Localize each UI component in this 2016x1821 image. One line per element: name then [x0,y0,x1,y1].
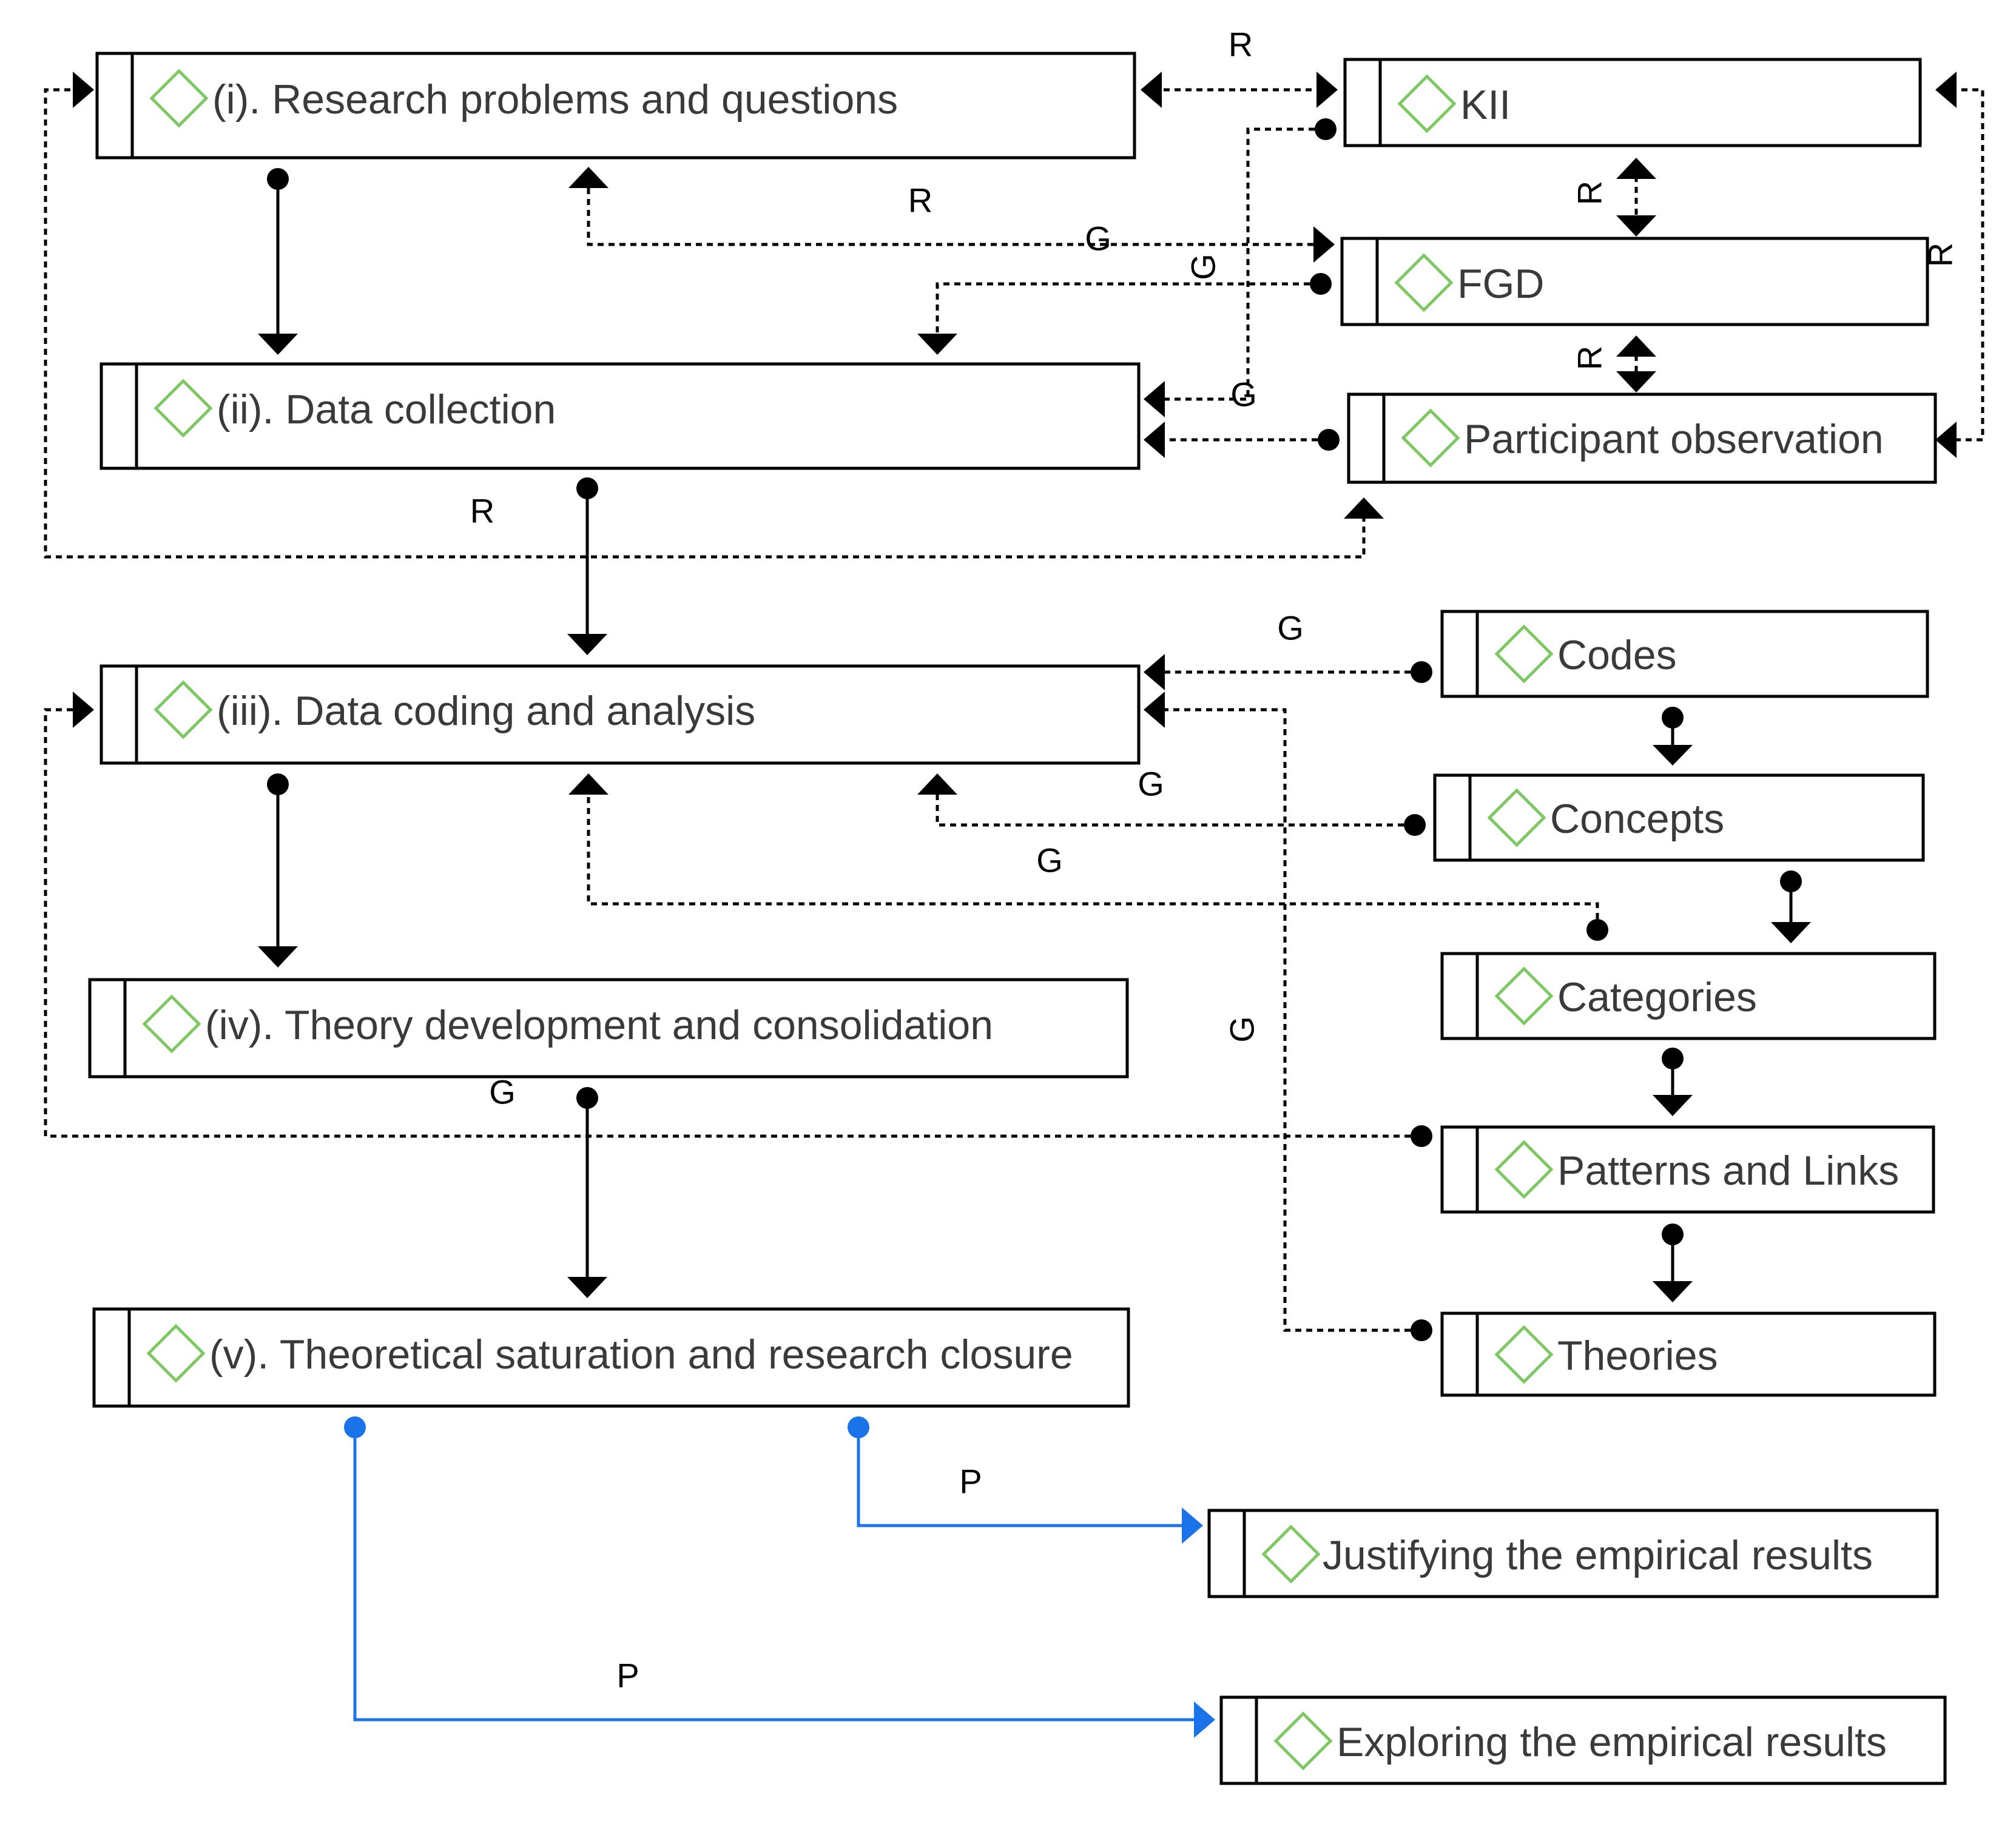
node-concepts[interactable]: Concepts [1433,773,1925,862]
node-kii[interactable]: KII [1343,58,1922,147]
label-theories-coding: G [1138,765,1164,803]
label-patterns-coding: G [489,1073,516,1111]
node-categories[interactable]: Categories [1440,952,1937,1040]
label-fgd-observation: R [1571,346,1609,370]
edge-fgd-to-collection[interactable] [917,273,1332,355]
edge-observation-kii[interactable] [1935,72,1984,458]
edge-coding-to-theory[interactable] [258,773,298,968]
node-fgd-label: FGD [1457,261,1545,307]
node-justifying[interactable]: Justifying the empirical results [1207,1509,1939,1598]
edge-research-kii[interactable] [1141,72,1338,108]
edge-concepts-to-coding[interactable] [917,773,1426,836]
edge-kii-fgd[interactable] [1616,158,1656,237]
edge-codes-to-concepts[interactable] [1653,707,1693,766]
label-kii-collection: G [1230,375,1257,414]
edge-theory-to-saturation[interactable] [567,1087,607,1298]
edge-theories-to-coding[interactable] [1144,692,1432,1341]
edge-observation-to-research[interactable] [44,72,1384,559]
node-concepts-label: Concepts [1550,796,1724,842]
node-coding-label: (iii). Data coding and analysis [217,688,755,734]
edge-concepts-to-categories[interactable] [1771,870,1811,943]
edge-fgd-observation[interactable] [1616,335,1656,392]
label-observation-research: R [470,492,494,530]
edge-categories-to-coding[interactable] [568,773,1608,941]
node-theory-label: (iv). Theory development and consolidati… [205,1002,993,1048]
nodes: (i). Research problems and questions (ii… [88,52,1947,1785]
node-codes[interactable]: Codes [1440,610,1929,698]
label-theories-vertical: G [1223,1016,1261,1043]
node-observation[interactable]: Participant observation [1347,392,1937,484]
node-observation-label: Participant observation [1464,416,1884,462]
label-fgd-collection: G [1184,254,1222,280]
edge-kii-to-collection[interactable] [1144,118,1337,417]
edge-patterns-to-coding[interactable] [44,692,1432,1147]
node-research-label: (i). Research problems and questions [212,76,898,123]
node-coding[interactable]: (iii). Data coding and analysis [99,664,1141,765]
label-kii-fgd: R [1571,181,1609,205]
label-saturation-exploring: P [616,1657,639,1695]
node-exploring[interactable]: Exploring the empirical results [1219,1695,1947,1785]
label-research-fgd: R [908,181,932,220]
node-saturation-label: (v). Theoretical saturation and research… [209,1331,1073,1378]
node-patterns[interactable]: Patterns and Links [1440,1125,1935,1214]
edge-research-to-collection[interactable] [258,168,298,355]
node-kii-label: KII [1460,82,1511,128]
node-categories-label: Categories [1557,974,1757,1020]
node-exploring-label: Exploring the empirical results [1337,1719,1887,1765]
node-research[interactable]: (i). Research problems and questions [95,52,1136,160]
edge-labels: R R G G G R R R R G G G G G P P [470,25,1960,1695]
edge-collection-to-coding[interactable] [567,477,607,655]
node-theories-label: Theories [1557,1333,1718,1379]
edge-patterns-to-theories[interactable] [1653,1224,1693,1302]
node-justifying-label: Justifying the empirical results [1323,1532,1873,1578]
edge-observation-to-collection[interactable] [1144,422,1340,458]
node-theories[interactable]: Theories [1440,1311,1937,1397]
edge-saturation-to-justifying[interactable] [848,1416,1203,1544]
label-saturation-justifying: P [959,1463,982,1501]
label-concepts-coding: G [1036,841,1063,880]
node-saturation[interactable]: (v). Theoretical saturation and research… [92,1307,1130,1408]
node-collection-label: (ii). Data collection [217,386,556,433]
edge-codes-to-coding[interactable] [1144,654,1432,690]
edges [44,72,1984,1738]
label-codes-coding: G [1277,609,1304,647]
node-collection[interactable]: (ii). Data collection [99,362,1141,470]
label-kii-fgd-top: G [1085,220,1111,258]
node-codes-label: Codes [1557,632,1677,678]
edge-research-fgd[interactable] [568,167,1335,263]
edge-saturation-to-exploring[interactable] [344,1416,1215,1738]
label-research-kii: R [1229,25,1253,64]
node-patterns-label: Patterns and Links [1557,1148,1899,1194]
edge-categories-to-patterns[interactable] [1653,1048,1693,1116]
node-fgd[interactable]: FGD [1340,237,1929,326]
node-theory[interactable]: (iv). Theory development and consolidati… [88,978,1129,1079]
